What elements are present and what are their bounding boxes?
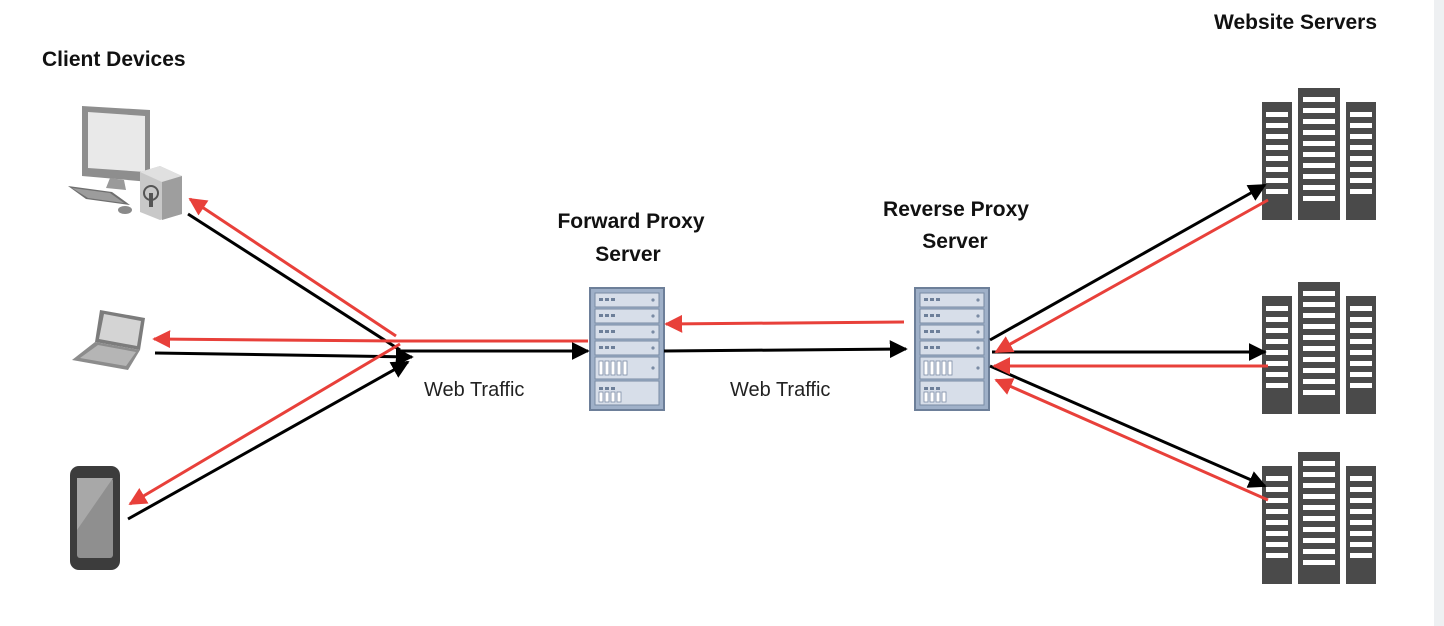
server-response-arrows: [992, 198, 1269, 502]
laptop-icon: [72, 310, 145, 370]
server-1-response-arrow: [994, 198, 1269, 354]
forward-proxy-label-line1: Forward Proxy: [557, 210, 704, 233]
website-server-2-icon: [1262, 282, 1376, 414]
website-server-3-icon: [1262, 452, 1376, 584]
desktop-computer-icon: [68, 106, 182, 220]
web-traffic-label-forward: Web Traffic: [424, 379, 524, 401]
server-3-response-arrow: [994, 378, 1269, 502]
reverse-proxy-server-icon: [914, 287, 990, 411]
proxy-response-arrow: [664, 314, 905, 333]
reverse-proxy-label-line1: Reverse Proxy: [883, 198, 1029, 221]
client-response-arrows: [128, 197, 588, 506]
server-3-request-arrow: [989, 364, 1267, 488]
tablet-request-arrow: [127, 360, 410, 521]
laptop-request-arrow: [154, 347, 414, 366]
server-request-arrows: [989, 183, 1267, 488]
client-devices-label: Client Devices: [42, 48, 186, 71]
proxy-request-arrow: [663, 340, 908, 359]
desktop-request-arrow: [187, 212, 401, 352]
desktop-response-arrow: [188, 197, 397, 338]
tablet-response-arrow: [128, 342, 401, 506]
forward-proxy-server-icon: [589, 287, 665, 411]
web-traffic-label-reverse: Web Traffic: [730, 379, 830, 401]
tablet-icon: [70, 466, 120, 570]
client-request-arrows: [127, 212, 590, 521]
forward-proxy-label-line2: Server: [595, 243, 660, 266]
website-servers-label: Website Servers: [1214, 11, 1377, 34]
laptop-response-arrow: [152, 330, 397, 349]
website-server-1-icon: [1262, 88, 1376, 220]
reverse-proxy-label-line2: Server: [922, 230, 987, 253]
scrollbar[interactable]: [1434, 0, 1444, 626]
server-1-request-arrow: [989, 183, 1267, 342]
